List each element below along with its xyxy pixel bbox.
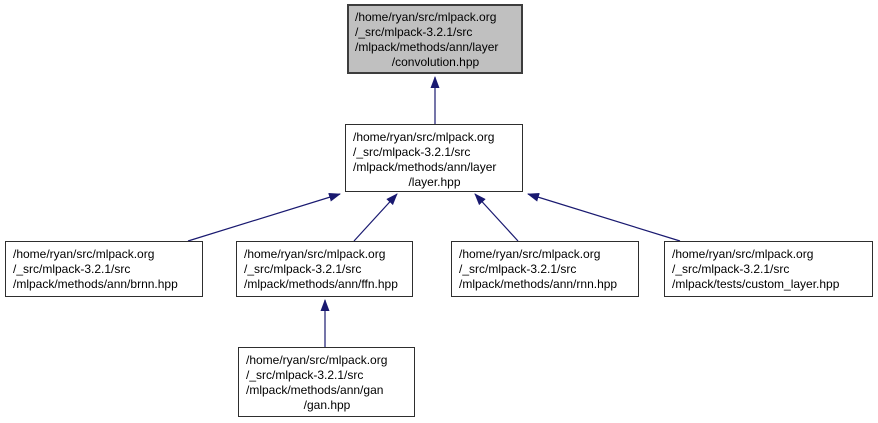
graph-node-convolution-hpp: /home/ryan/src/mlpack.org/_src/mlpack-3.… (347, 4, 523, 74)
node-label-line: /layer.hpp (408, 175, 461, 189)
edge-custom-layer-hpp-to-layer-hpp (527, 192, 681, 242)
node-label-line: /mlpack/methods/ann/ffn.hpp (244, 277, 398, 291)
graph-node-ffn-hpp[interactable]: /home/ryan/src/mlpack.org/_src/mlpack-3.… (236, 241, 413, 297)
node-label-line: /convolution.hpp (391, 55, 480, 69)
node-label-line: /gan.hpp (303, 398, 351, 412)
node-label-line: /mlpack/methods/ann/gan (246, 383, 384, 397)
node-label-line: /mlpack/methods/ann/layer (355, 40, 499, 54)
node-label-line: /_src/mlpack-3.2.1/src (355, 25, 473, 39)
node-label-line: /home/ryan/src/mlpack.org (355, 10, 497, 24)
node-label-line: /_src/mlpack-3.2.1/src (244, 262, 362, 276)
node-label-line: /_src/mlpack-3.2.1/src (672, 262, 790, 276)
node-label-line: /mlpack/methods/ann/layer (353, 160, 497, 174)
node-label-line: /home/ryan/src/mlpack.org (13, 247, 155, 261)
node-label-line: /home/ryan/src/mlpack.org (459, 247, 601, 261)
node-label-line: /home/ryan/src/mlpack.org (246, 353, 388, 367)
graph-node-layer-hpp[interactable]: /home/ryan/src/mlpack.org/_src/mlpack-3.… (345, 124, 523, 192)
node-label-line: /home/ryan/src/mlpack.org (672, 247, 814, 261)
node-label-line: /home/ryan/src/mlpack.org (244, 247, 386, 261)
node-label-line: /mlpack/methods/ann/brnn.hpp (13, 277, 178, 291)
graph-node-rnn-hpp[interactable]: /home/ryan/src/mlpack.org/_src/mlpack-3.… (451, 241, 639, 297)
edge-brnn-hpp-to-layer-hpp (187, 192, 341, 242)
node-label-line: /_src/mlpack-3.2.1/src (459, 262, 577, 276)
edge-ffn-hpp-to-layer-hpp (353, 193, 398, 242)
graph-node-gan-hpp[interactable]: /home/ryan/src/mlpack.org/_src/mlpack-3.… (238, 347, 415, 417)
node-label-line: /home/ryan/src/mlpack.org (353, 130, 495, 144)
node-label-line: /mlpack/tests/custom_layer.hpp (672, 277, 840, 291)
node-label-line: /_src/mlpack-3.2.1/src (13, 262, 131, 276)
node-label-line: /mlpack/methods/ann/rnn.hpp (459, 277, 618, 291)
graph-node-custom-layer-hpp[interactable]: /home/ryan/src/mlpack.org/_src/mlpack-3.… (664, 241, 873, 297)
node-label-line: /_src/mlpack-3.2.1/src (353, 145, 471, 159)
edge-rnn-hpp-to-layer-hpp (474, 193, 519, 242)
graph-node-brnn-hpp[interactable]: /home/ryan/src/mlpack.org/_src/mlpack-3.… (5, 241, 203, 297)
node-label-line: /_src/mlpack-3.2.1/src (246, 368, 364, 382)
